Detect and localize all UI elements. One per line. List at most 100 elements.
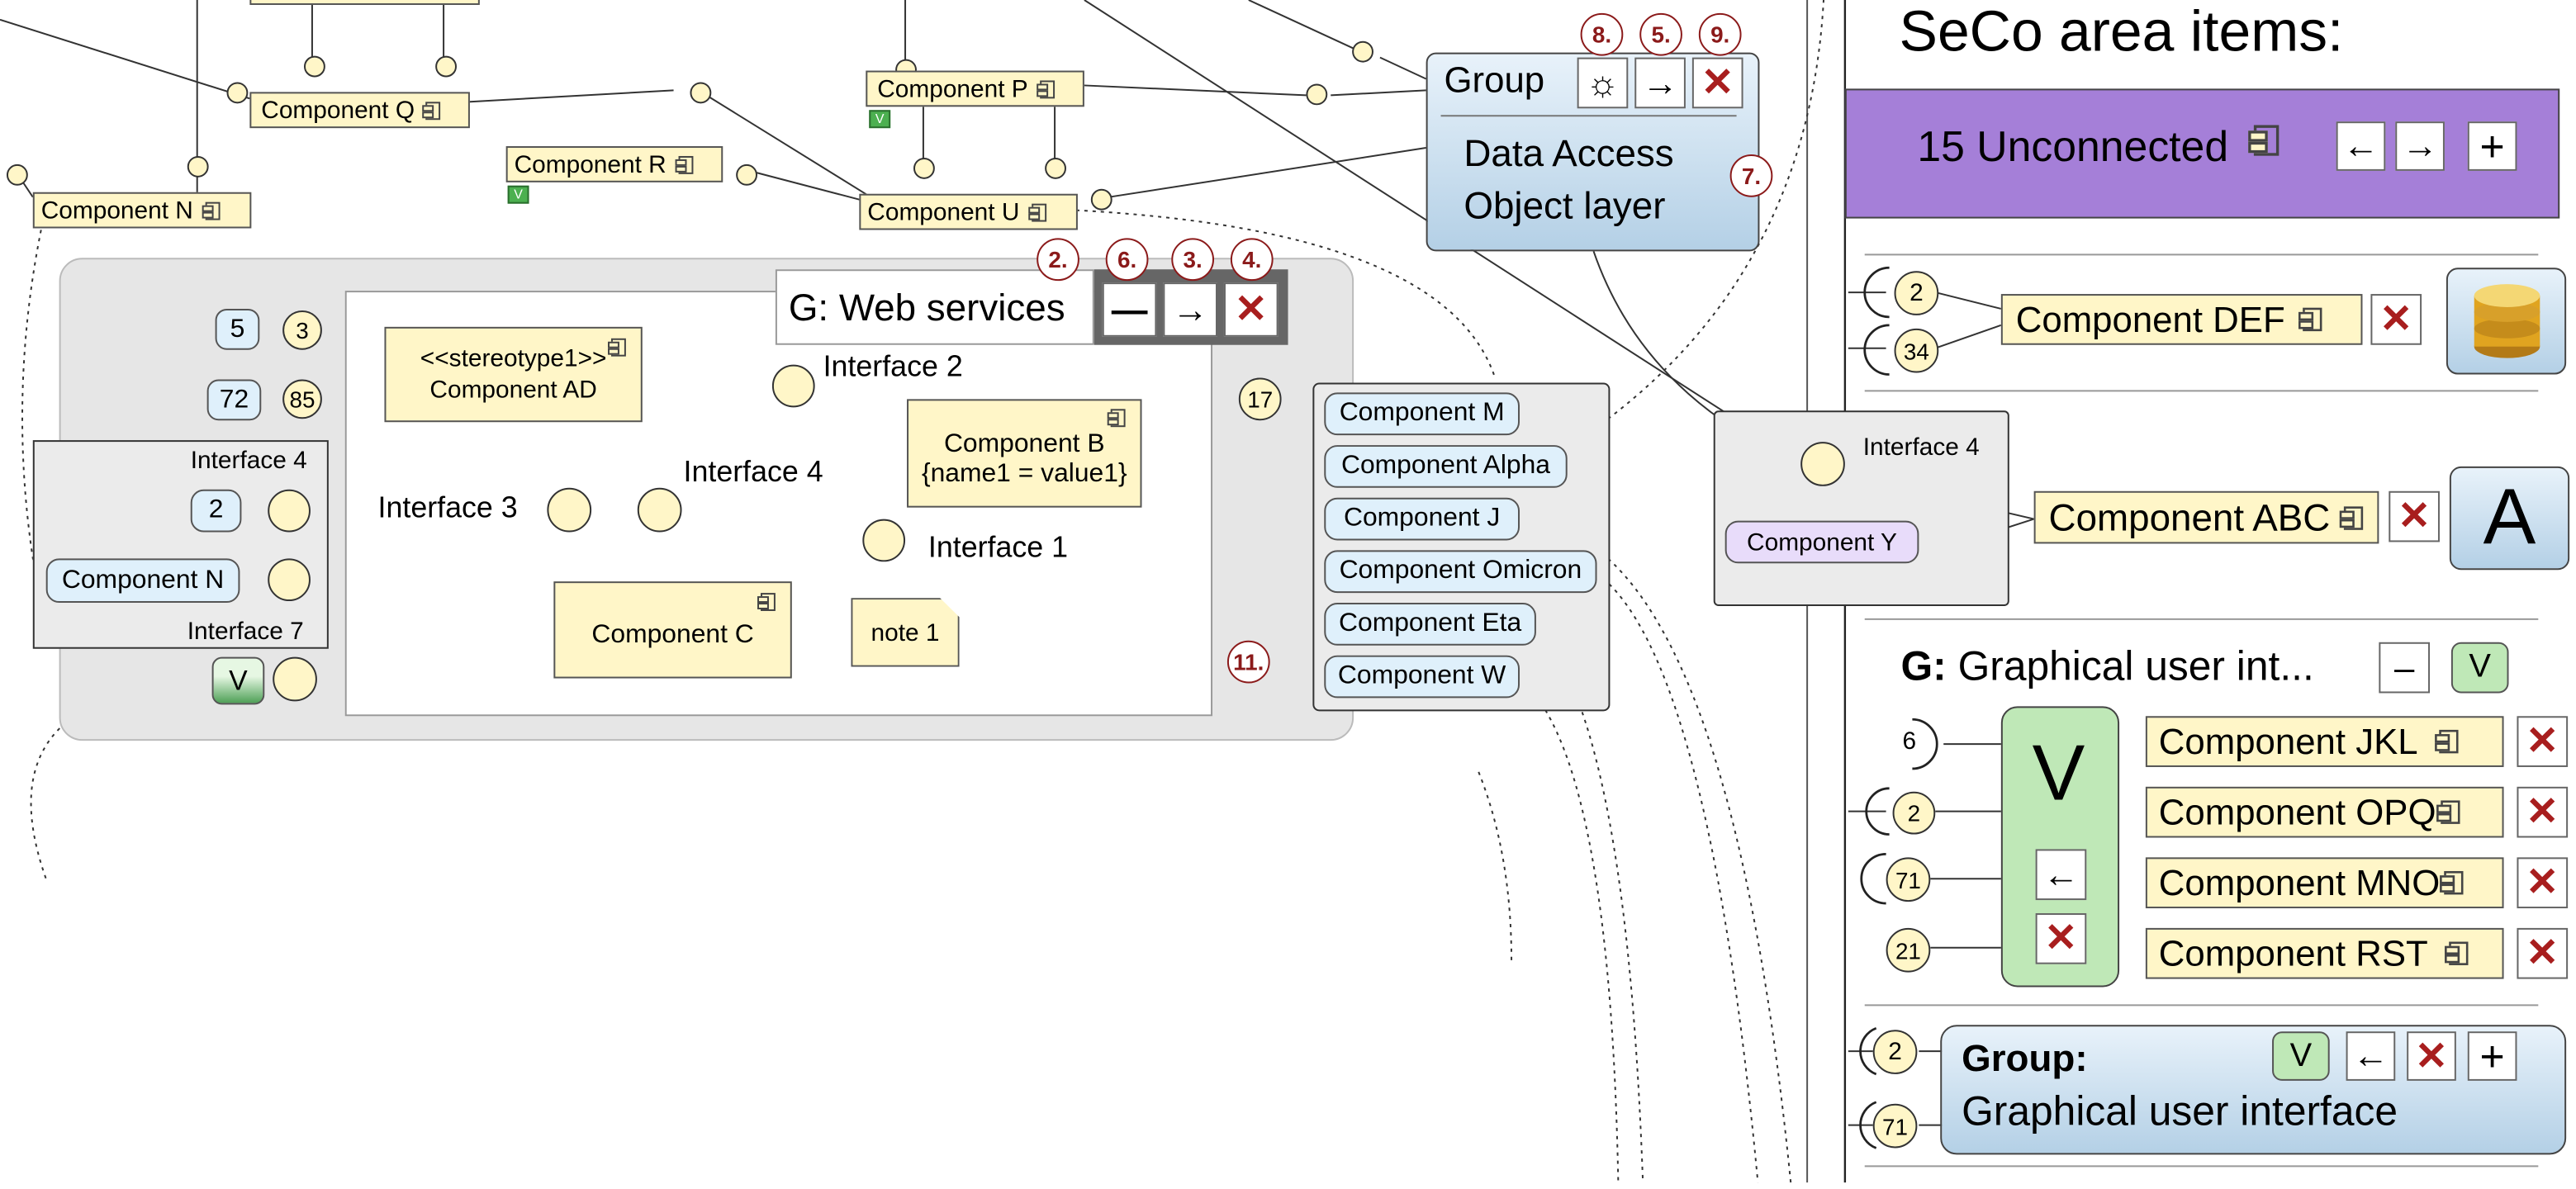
wire — [1934, 324, 2002, 349]
interface-2-ball[interactable] — [771, 364, 815, 408]
move-in-button[interactable]: ← — [2346, 1031, 2396, 1081]
dotted-link — [1596, 572, 1759, 1183]
component-abc[interactable]: Component ABC — [2033, 490, 2379, 544]
component-icon — [2436, 800, 2460, 824]
database-tile[interactable] — [2446, 268, 2567, 375]
interface-ball[interactable] — [226, 82, 249, 104]
interface-ball[interactable] — [435, 55, 457, 78]
list-item[interactable]: Component Omicron — [1324, 550, 1597, 594]
component-n-top[interactable]: Component N — [32, 192, 252, 229]
minimize-button[interactable]: – — [2379, 642, 2431, 694]
counter-ball[interactable]: 34 — [1894, 328, 1939, 373]
gui-group-card[interactable] — [1940, 1025, 2567, 1155]
settings-button[interactable]: ☼ — [1577, 57, 1629, 109]
member-component[interactable]: Component MNO — [2145, 857, 2504, 909]
counter-ball[interactable]: 2 — [1894, 271, 1939, 315]
dao-group-title: Group — [1444, 59, 1545, 101]
list-item[interactable]: Component W — [1324, 655, 1520, 699]
interface-ball[interactable] — [1352, 40, 1373, 63]
interface-ball[interactable] — [1045, 157, 1066, 179]
counter-pill[interactable]: 2 — [190, 489, 242, 533]
remove-button[interactable]: ✕ — [2517, 857, 2569, 909]
counter-value: 5 — [230, 314, 245, 343]
member-component[interactable]: Component JKL — [2145, 716, 2504, 767]
component-r[interactable]: Component R — [505, 146, 723, 182]
remove-button[interactable]: ✕ — [2035, 912, 2087, 964]
interface-ball[interactable] — [273, 656, 317, 702]
close-button[interactable]: ✕ — [1691, 57, 1743, 109]
component-c[interactable]: Component C — [553, 581, 792, 679]
interface-ball[interactable] — [1306, 83, 1328, 106]
valid-flag: V — [507, 185, 529, 204]
avatar-tile[interactable]: A — [2449, 466, 2570, 571]
remove-button[interactable]: ✕ — [2370, 294, 2422, 345]
list-item[interactable]: Component M — [1324, 392, 1520, 436]
interface-ball[interactable] — [304, 55, 325, 78]
component-b[interactable]: Component B {name1 = value1} — [907, 399, 1142, 508]
close-button[interactable]: ✕ — [1223, 282, 1279, 337]
interface-ball[interactable] — [690, 82, 712, 104]
member-component[interactable]: Component OPQ — [2145, 786, 2504, 838]
interface-ball[interactable] — [268, 489, 311, 533]
remove-button[interactable]: ✕ — [2517, 927, 2569, 979]
wire — [1935, 291, 2002, 310]
counter-ball[interactable]: 17 — [1238, 377, 1282, 421]
remove-button[interactable]: ✕ — [2517, 786, 2569, 838]
component-def[interactable]: Component DEF — [2000, 294, 2363, 345]
list-item[interactable]: Component Eta — [1324, 603, 1536, 646]
interface-1-ball[interactable] — [862, 519, 906, 562]
counter-value: 2 — [1888, 1038, 1902, 1066]
list-item[interactable]: Component J — [1324, 497, 1520, 541]
component-label: Component Y — [1747, 528, 1897, 557]
counter-ball[interactable]: 21 — [1886, 927, 1931, 973]
move-in-button[interactable]: ← — [2336, 121, 2386, 171]
counter-ball[interactable]: 2 — [1872, 1030, 1918, 1074]
close-icon: ✕ — [2414, 1034, 2449, 1078]
move-in-button[interactable]: ← — [2035, 849, 2087, 901]
counter-ball[interactable]: 71 — [1872, 1103, 1918, 1149]
interface-ball[interactable] — [1090, 188, 1112, 211]
interface-ball[interactable] — [913, 157, 935, 179]
counter-value: 85 — [289, 386, 315, 413]
interface-ball[interactable] — [736, 163, 758, 186]
counter-pill[interactable]: 72 — [206, 379, 262, 421]
move-out-button[interactable]: → — [2395, 121, 2445, 171]
valid-toggle[interactable]: V — [211, 656, 265, 705]
component-p[interactable]: Component P — [866, 70, 1084, 107]
component-ad[interactable]: <<stereotype1>> Component AD — [384, 326, 643, 423]
move-out-button[interactable]: → — [1634, 57, 1686, 109]
add-button[interactable]: + — [2467, 121, 2517, 171]
valid-toggle[interactable]: V — [2272, 1031, 2330, 1081]
member-component[interactable]: Component RST — [2145, 927, 2504, 979]
interface-y-box[interactable] — [1713, 410, 2009, 607]
component-q[interactable]: Component Q — [249, 92, 470, 129]
remove-button[interactable]: ✕ — [2517, 716, 2569, 767]
valid-toggle[interactable]: V — [2450, 642, 2509, 694]
minimize-button[interactable]: — — [1102, 282, 1157, 337]
interface-ball[interactable] — [187, 155, 209, 178]
interface-3-ball[interactable] — [547, 487, 592, 533]
add-button[interactable]: + — [2467, 1030, 2517, 1081]
interface-ball[interactable] — [1800, 442, 1845, 486]
interface-ball[interactable] — [6, 163, 28, 186]
component-y[interactable]: Component Y — [1724, 520, 1919, 564]
list-item[interactable]: Component Alpha — [1324, 445, 1568, 488]
group-title-bar[interactable]: G: Web services — [775, 269, 1094, 345]
counter-ball[interactable]: 3 — [282, 310, 322, 350]
interface-ball[interactable] — [268, 558, 311, 602]
counter-ball[interactable]: 71 — [1886, 857, 1931, 902]
counter-ball[interactable]: 2 — [1892, 791, 1936, 835]
remove-button[interactable]: ✕ — [2407, 1031, 2456, 1081]
note[interactable]: note 1 — [851, 598, 960, 667]
close-icon: ✕ — [1701, 60, 1734, 106]
counter-ball[interactable]: 85 — [282, 379, 322, 419]
interface-box[interactable] — [32, 440, 329, 649]
component-u[interactable]: Component U — [859, 193, 1078, 230]
counter-pill[interactable]: 5 — [215, 308, 260, 350]
component-label: Component N — [61, 566, 225, 594]
move-out-button[interactable]: → — [1163, 282, 1217, 337]
component-offscreen[interactable] — [249, 0, 480, 5]
interface-4-ball[interactable] — [637, 487, 682, 533]
component-n-left[interactable]: Component N — [45, 558, 240, 604]
remove-button[interactable]: ✕ — [2389, 490, 2440, 542]
